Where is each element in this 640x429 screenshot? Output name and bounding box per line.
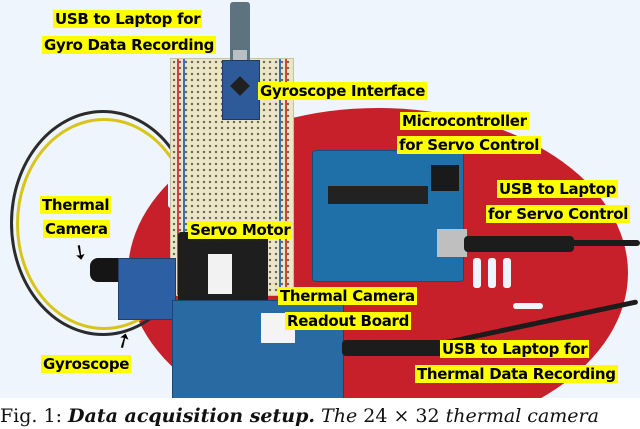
label-usb-thermal-line1: USB to Laptop for <box>440 340 590 358</box>
caption-math: 24 × 32 <box>363 405 440 427</box>
label-microcontroller-line2: for Servo Control <box>397 136 542 154</box>
label-usb-gyro-line2: Gyro Data Recording <box>42 36 217 54</box>
caption-text-end: thermal camera <box>439 405 599 427</box>
gyroscope-board <box>118 258 176 320</box>
usb-cable-gyro <box>230 2 250 62</box>
label-thermal-camera-line1: Thermal <box>40 196 112 214</box>
label-gyroscope-interface: Gyroscope Interface <box>258 82 428 100</box>
label-readout-line1: Thermal Camera <box>278 287 417 305</box>
caption-prefix: Fig. 1: <box>0 405 69 427</box>
caption-title: Data acquisition setup. <box>68 405 316 427</box>
servo-motor <box>178 232 268 304</box>
label-usb-gyro-line1: USB to Laptop for <box>53 10 203 28</box>
label-usb-thermal-line2: Thermal Data Recording <box>415 365 618 383</box>
label-thermal-camera-line2: Camera <box>43 220 110 238</box>
label-readout-line2: Readout Board <box>285 312 412 330</box>
usb-cable-thermal <box>342 340 452 356</box>
caption-text-start: The <box>315 405 364 427</box>
label-microcontroller-line1: Microcontroller <box>400 112 529 130</box>
arduino-uno-board <box>312 150 467 282</box>
label-gyroscope: Gyroscope <box>41 355 132 373</box>
figure-caption: Fig. 1: Data acquisition setup. The 24 ×… <box>0 404 640 429</box>
usb-cable-servo-tail <box>570 240 640 246</box>
label-servo-motor: Servo Motor <box>188 221 293 239</box>
label-usb-servo-line1: USB to Laptop <box>497 180 619 198</box>
arrow-gyroscope-icon: ➚ <box>110 325 137 355</box>
usb-cable-servo <box>464 236 574 252</box>
gyroscope-interface-board <box>222 60 260 120</box>
setup-photo: USB to Laptop for Gyro Data Recording Gy… <box>0 0 640 398</box>
label-usb-servo-line2: for Servo Control <box>486 205 631 223</box>
thermal-camera <box>90 258 122 282</box>
